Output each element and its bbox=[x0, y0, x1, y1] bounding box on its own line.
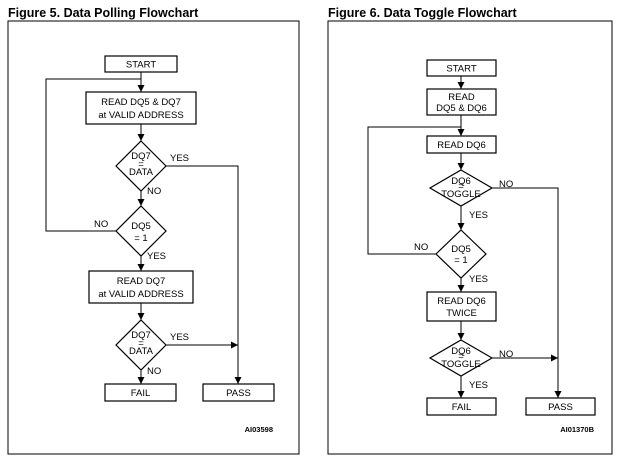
fig5-decision2-yes: YES bbox=[147, 251, 166, 262]
fig5-decision3-line3: DATA bbox=[129, 346, 154, 357]
fig6-decision1-yes: YES bbox=[469, 210, 488, 221]
fig5-fail-box bbox=[104, 383, 177, 402]
fig5-title: Figure 5. Data Polling Flowchart bbox=[8, 6, 199, 20]
fig5-start-box bbox=[104, 55, 178, 73]
fig6-decision3-yes: YES bbox=[469, 380, 488, 391]
fig5-decision2-no: NO bbox=[94, 219, 108, 230]
fig5-start-label: START bbox=[126, 60, 156, 71]
fig6-read1-box bbox=[426, 88, 497, 116]
fig6-decision1-line3: TOGGLE bbox=[441, 189, 480, 200]
fig5-pass-box bbox=[202, 383, 275, 402]
fig5-decision1-no: NO bbox=[147, 186, 161, 197]
fig5-code: AI03598 bbox=[245, 425, 273, 434]
fig5-decision3 bbox=[115, 319, 167, 371]
fig5-decision3-line2: = bbox=[138, 338, 144, 349]
fig6-decision3-line2: = bbox=[458, 351, 464, 362]
fig6-code: AI01370B bbox=[560, 425, 594, 434]
fig5-decision3-yes: YES bbox=[170, 332, 189, 343]
fig5-loop-dec2-no bbox=[45, 78, 141, 232]
fig6-decision1 bbox=[428, 169, 494, 207]
fig6-pass-label: PASS bbox=[548, 402, 573, 413]
fig6-read1-line2: DQ5 & DQ6 bbox=[436, 103, 487, 114]
fig6-arrow-dec1-no-pass bbox=[492, 187, 562, 398]
fig6-pass-box bbox=[525, 397, 596, 416]
fig5-pass-label: PASS bbox=[226, 388, 251, 399]
fig5-decision1-line2: = bbox=[138, 159, 144, 170]
fig6-title: Figure 6. Data Toggle Flowchart bbox=[328, 6, 518, 20]
fig6-read2-box bbox=[426, 135, 497, 154]
fig5-arrow-dec1-yes-pass bbox=[166, 165, 242, 384]
fig6-decision2-no: NO bbox=[414, 242, 428, 253]
fig6-decision3-line3: TOGGLE bbox=[441, 359, 480, 370]
fig6-read1-line1: READ bbox=[448, 92, 475, 103]
fig6-decision2-yes: YES bbox=[469, 274, 488, 285]
fig5-decision1-line1: DQ7 bbox=[131, 151, 151, 162]
fig5-flowchart: START READ DQ5 & DQ7 at VALID ADDRESS DQ… bbox=[45, 55, 275, 434]
fig6-decision3-no: NO bbox=[499, 349, 513, 360]
fig5-decision1-line3: DATA bbox=[129, 167, 154, 178]
fig5-decision3-no: NO bbox=[147, 366, 161, 377]
fig6-decision2-line1: DQ5 bbox=[451, 244, 471, 255]
fig6-flowchart: START READ DQ5 & DQ6 READ DQ6 DQ6 = TOGG… bbox=[367, 59, 596, 434]
fig6-decision1-no: NO bbox=[499, 179, 513, 190]
fig6-frame bbox=[327, 20, 613, 455]
fig6-read3-box bbox=[426, 291, 497, 322]
fig5-read2-line2: at VALID ADDRESS bbox=[98, 289, 183, 300]
fig6-decision3 bbox=[428, 339, 494, 377]
fig6-read3-line1: READ DQ6 bbox=[437, 296, 486, 307]
fig5-read2-line1: READ DQ7 bbox=[117, 276, 166, 287]
fig6-decision1-line1: DQ6 bbox=[451, 176, 471, 187]
fig5-fail-label: FAIL bbox=[131, 388, 151, 399]
fig6-decision2 bbox=[435, 229, 487, 279]
fig6-start-box bbox=[426, 59, 497, 77]
fig5-decision2-line2: = 1 bbox=[134, 233, 147, 244]
fig6-decision2-line2: = 1 bbox=[454, 255, 467, 266]
fig5-decision2 bbox=[115, 205, 167, 257]
fig6-read2-label: READ DQ6 bbox=[437, 140, 486, 151]
fig6-start-label: START bbox=[446, 64, 476, 75]
fig6-read3-line2: TWICE bbox=[446, 308, 477, 319]
fig5-read2-box bbox=[88, 270, 194, 304]
fig5-read1-line2: at VALID ADDRESS bbox=[98, 110, 183, 121]
fig5-decision1-yes: YES bbox=[170, 153, 189, 164]
fig6-fail-box bbox=[426, 397, 497, 416]
fig5-read1-box bbox=[85, 91, 197, 125]
fig6-loop-dec2-no bbox=[367, 126, 461, 255]
fig5-frame bbox=[7, 20, 300, 455]
fig5-decision1 bbox=[115, 140, 167, 192]
fig5-read1-line1: READ DQ5 & DQ7 bbox=[101, 97, 181, 108]
fig5-decision3-line1: DQ7 bbox=[131, 330, 151, 341]
fig6-fail-label: FAIL bbox=[452, 402, 472, 413]
fig6-decision1-line2: = bbox=[458, 181, 464, 192]
fig5-decision2-line1: DQ5 bbox=[131, 221, 151, 232]
fig6-decision3-line1: DQ6 bbox=[451, 346, 471, 357]
